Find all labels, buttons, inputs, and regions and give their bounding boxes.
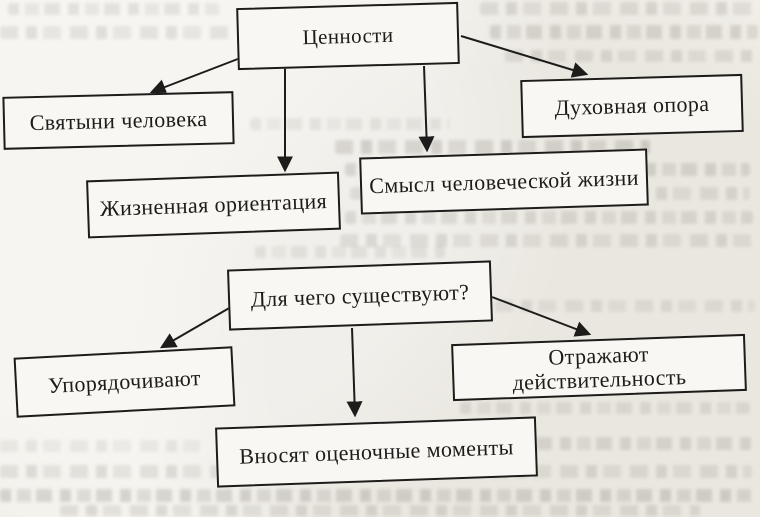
- arrow-values-to-sanctities: [149, 56, 244, 95]
- node-question: Для чего существуют?: [227, 260, 493, 331]
- arrow-values-to-support: [460, 35, 589, 78]
- arrow-values-to-meaning: [418, 65, 435, 153]
- node-reflect-reality: Отражают действительность: [451, 333, 747, 402]
- node-values-label: Ценности: [302, 22, 394, 50]
- node-meaning-of-life-label: Смысл человеческой жизни: [368, 164, 640, 199]
- node-reflect-reality-label: Отражают действительность: [512, 341, 687, 395]
- node-life-orientation: Жизненная ориентация: [86, 171, 341, 239]
- node-sanctities-label: Святыни человека: [29, 105, 208, 136]
- node-life-orientation-label: Жизненная ориентация: [99, 188, 328, 222]
- node-sanctities: Святыни человека: [2, 91, 235, 150]
- node-values: Ценности: [236, 1, 460, 71]
- node-evaluative-moments: Вносят оценочные моменты: [215, 416, 538, 488]
- node-order-label: Упорядочивают: [47, 365, 202, 399]
- node-evaluative-moments-label: Вносят оценочные моменты: [238, 434, 515, 470]
- arrow-question-to-evaluative: [346, 327, 363, 418]
- node-order: Упорядочивают: [13, 346, 236, 418]
- arrow-question-to-reflect: [491, 296, 592, 337]
- node-spiritual-support: Духовная опора: [520, 73, 744, 139]
- node-spiritual-support-label: Духовная опора: [554, 91, 710, 121]
- node-question-label: Для чего существуют?: [250, 279, 470, 312]
- arrow-question-to-order: [159, 306, 232, 349]
- node-meaning-of-life: Смысл человеческой жизни: [359, 148, 649, 215]
